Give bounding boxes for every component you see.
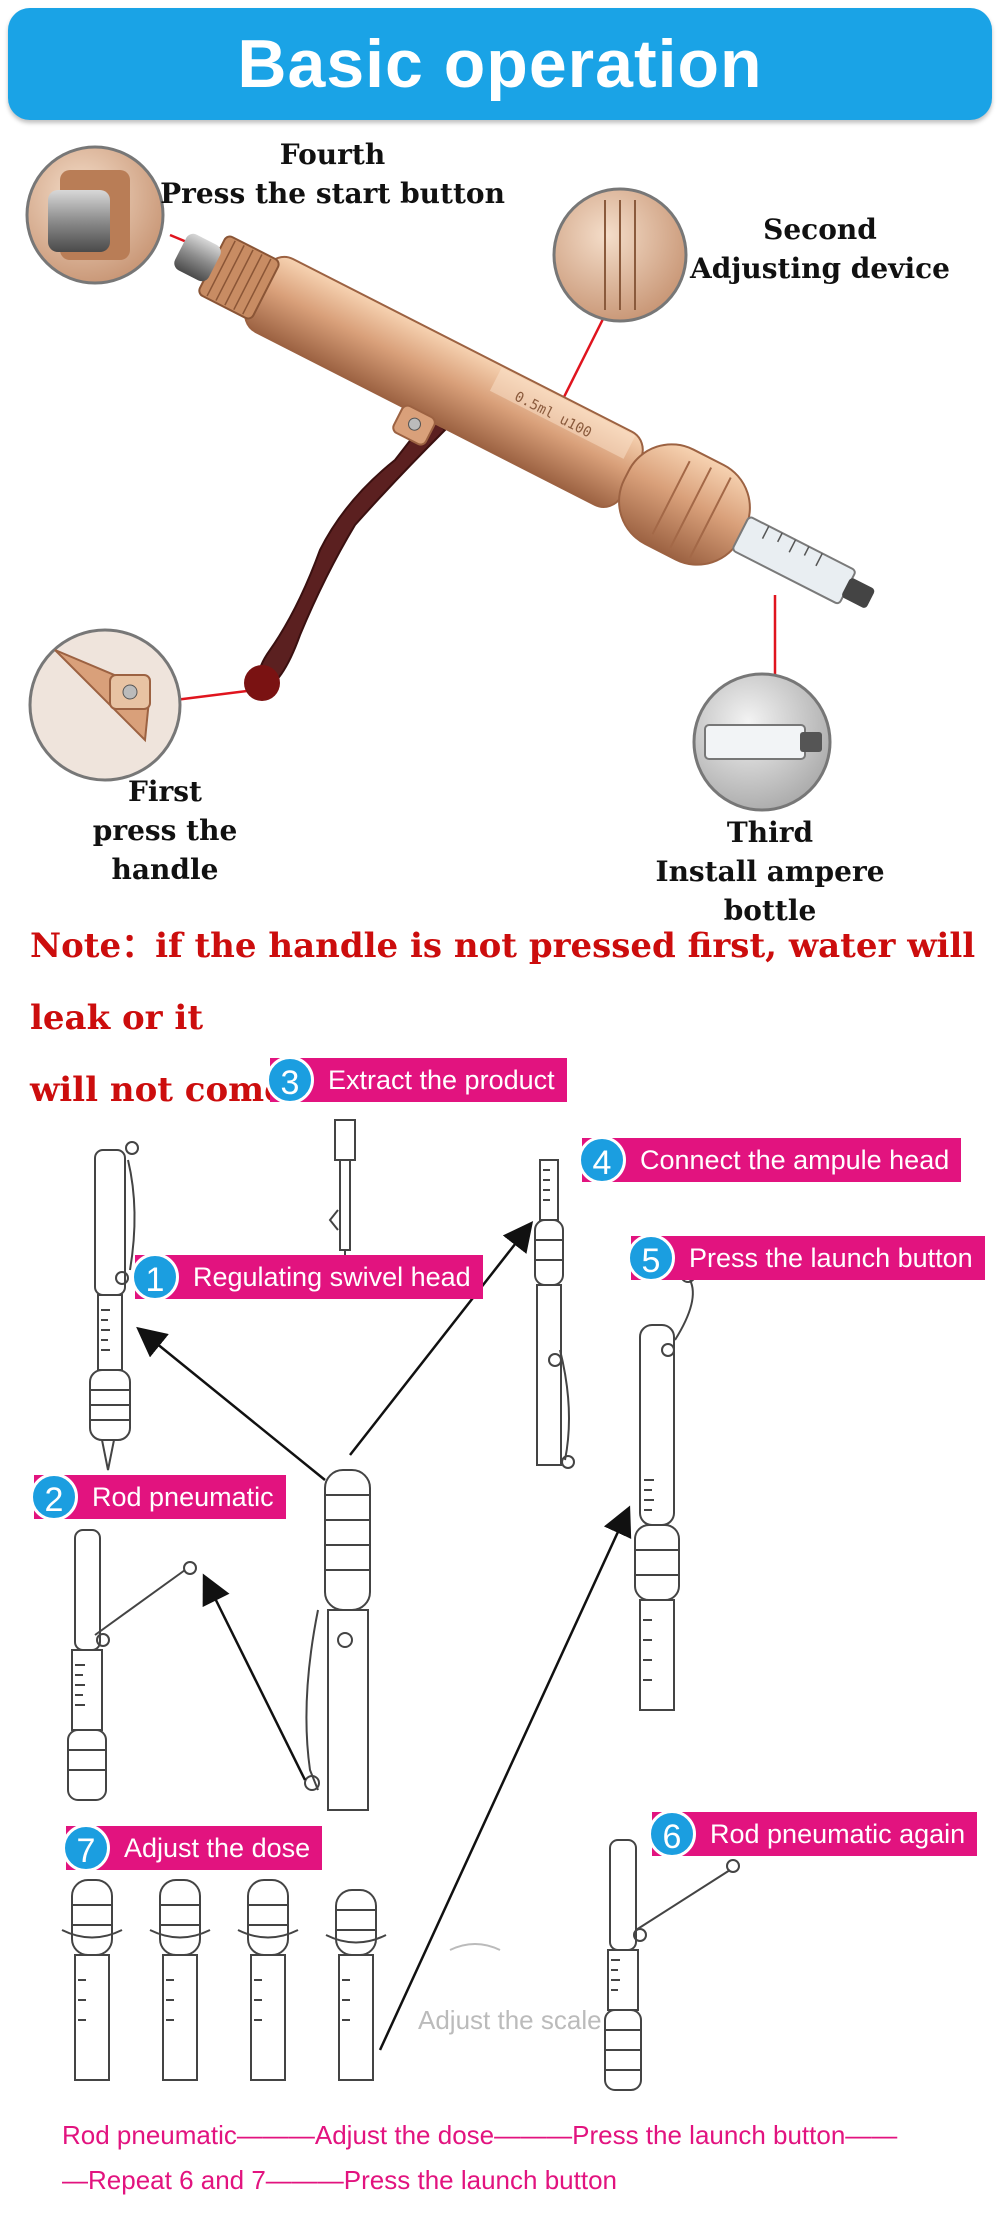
zoom-start-button (25, 145, 165, 285)
caption-fourth: Fourth Press the start button (160, 135, 505, 213)
step-2-number: 2 (30, 1473, 78, 1521)
flow-arrows (136, 1221, 632, 2051)
step-7-text: Adjust the dose (124, 1833, 311, 1863)
step-6-number: 6 (648, 1810, 696, 1858)
caption-first: First press the handle (40, 772, 290, 889)
step-1-label: 1 Regulating swivel head (131, 1253, 483, 1301)
caption-first-step: First (128, 775, 202, 808)
header-banner: Basic operation (8, 8, 992, 120)
syringe-drawing-3 (328, 1119, 356, 1275)
step-3-text: Extract the product (328, 1065, 555, 1095)
page-title: Basic operation (237, 26, 763, 102)
adjust-scale-label: Adjust the scale (418, 2005, 602, 2035)
footer-line-2: —Repeat 6 and 7———Press the launch butto… (62, 2165, 617, 2195)
caption-second-step: Second (763, 213, 877, 246)
center-device-drawing (304, 1469, 371, 1811)
operation-diagram (61, 1119, 740, 2091)
caption-second: Second Adjusting device (680, 210, 960, 288)
caption-third-step: Third (726, 816, 814, 849)
device-drawing-5 (634, 1267, 696, 1711)
step-2-label: 2 Rod pneumatic (30, 1473, 286, 1521)
step-6-label: 6 Rod pneumatic again (648, 1810, 978, 1858)
device-drawing-6 (604, 1839, 740, 2091)
step-6-text: Rod pneumatic again (710, 1819, 966, 1849)
step-7-number: 7 (62, 1824, 110, 1872)
caption-first-text: press the handle (92, 814, 238, 886)
caption-third: Third Install ampere bottle (615, 813, 925, 930)
step-4-text: Connect the ampule head (640, 1145, 950, 1175)
step-3-number: 3 (266, 1056, 314, 1104)
step-3-label: 3 Extract the product (266, 1056, 567, 1104)
device-drawing-1 (89, 1141, 139, 1471)
dose-adjust-series (61, 1879, 501, 2081)
step-7-label: 7 Adjust the dose (62, 1824, 323, 1872)
step-1-text: Regulating swivel head (193, 1262, 471, 1292)
device-photo-illustration: 0.5ml u100 (25, 145, 875, 812)
step-4-number: 4 (578, 1136, 626, 1184)
step-4-label: 4 Connect the ampule head (578, 1136, 962, 1184)
handle-knob (244, 665, 280, 701)
zoom-handle (28, 628, 182, 782)
caption-fourth-step: Fourth (279, 138, 386, 171)
device-drawing-2 (67, 1529, 197, 1801)
device-drawing-4 (534, 1159, 575, 1469)
step-5-number: 5 (627, 1234, 675, 1282)
zoom-ampoule-bottle (692, 672, 832, 812)
step-1-number: 1 (131, 1253, 179, 1301)
caption-third-text: Install ampere bottle (655, 855, 885, 927)
step-5-text: Press the launch button (689, 1243, 973, 1273)
footer-line-1: Rod pneumatic———Adjust the dose———Press … (62, 2120, 898, 2150)
step-5-label: 5 Press the launch button (627, 1234, 985, 1282)
note-line-1: Note：if the handle is not pressed first,… (30, 926, 976, 1038)
caption-fourth-text: Press the start button (160, 177, 505, 210)
caption-second-text: Adjusting device (690, 252, 950, 285)
zoom-adjusting-device (552, 187, 688, 323)
step-2-text: Rod pneumatic (92, 1482, 274, 1512)
